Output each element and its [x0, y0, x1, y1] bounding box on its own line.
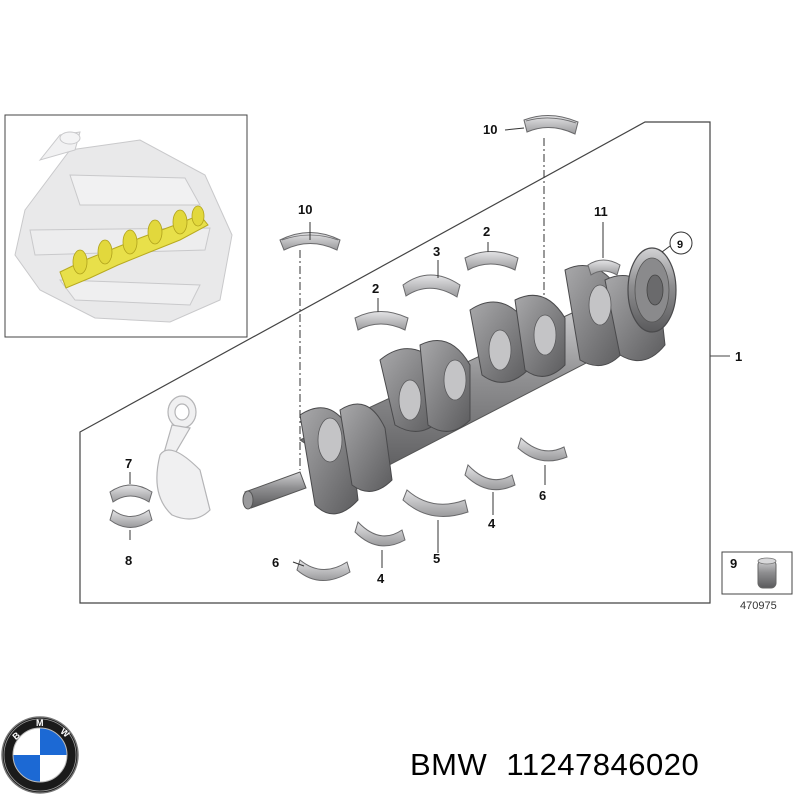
part-number: 11247846020 [506, 747, 699, 782]
bearing-shell-8 [109, 509, 153, 528]
bearing-shells-upper [279, 115, 621, 331]
connecting-rod [156, 395, 211, 520]
callout-2b: 2 [483, 224, 490, 239]
bearing-shell-7 [109, 484, 153, 503]
leader-lines [129, 127, 671, 568]
brand-name: BMW [410, 747, 488, 782]
dowel-pin [757, 557, 777, 589]
callout-4b: 4 [488, 516, 496, 531]
callout-5: 5 [433, 551, 440, 566]
bearing-shell-2a [354, 311, 409, 331]
assembly-outline [79, 121, 711, 604]
bearing-shell-3 [402, 274, 461, 298]
bearing-shells-lower [296, 437, 568, 581]
callout-10b: 10 [298, 202, 312, 217]
detail-box-9 [721, 551, 793, 595]
callout-1: 1 [735, 349, 742, 364]
callout-10a: 10 [483, 122, 497, 137]
callout-9: 9 [677, 239, 683, 251]
callout-labels: 1 2 2 3 4 4 5 6 6 7 8 9 9 10 10 11 47097… [125, 122, 777, 612]
callout-11: 11 [594, 204, 608, 219]
logo-letter-m: M [36, 718, 44, 728]
reference-number: 470975 [740, 600, 777, 612]
callout-2a: 2 [372, 281, 379, 296]
conrod-bearing-shells [109, 484, 153, 528]
bearing-shell-6-left [296, 559, 351, 581]
callout-6a: 6 [272, 555, 279, 570]
callout-7: 7 [125, 456, 132, 471]
crankshaft [242, 247, 677, 515]
bearing-shell-11 [587, 259, 621, 276]
engine-overview-inset [4, 114, 248, 338]
bearing-shell-6-right [517, 437, 568, 462]
bearing-shell-5 [402, 489, 469, 517]
bearing-shell-2b [464, 251, 519, 271]
callout-3: 3 [433, 244, 440, 259]
bmw-logo: B M W [1, 716, 79, 794]
callout-8: 8 [125, 553, 132, 568]
callout-9-circle [669, 231, 693, 255]
callout-4a: 4 [377, 571, 385, 586]
bearing-shell-10-main [279, 232, 341, 251]
crankshaft-highlight [59, 205, 209, 289]
part-number-line: BMW 11247846020 [410, 747, 699, 782]
sprocket-flange [627, 247, 677, 333]
callout-6b: 6 [539, 488, 546, 503]
callout-9-box: 9 [730, 556, 737, 571]
bearing-shell-4-right [464, 464, 516, 491]
bearing-shell-4-left [354, 521, 406, 547]
logo-letter-b: B [10, 730, 22, 742]
